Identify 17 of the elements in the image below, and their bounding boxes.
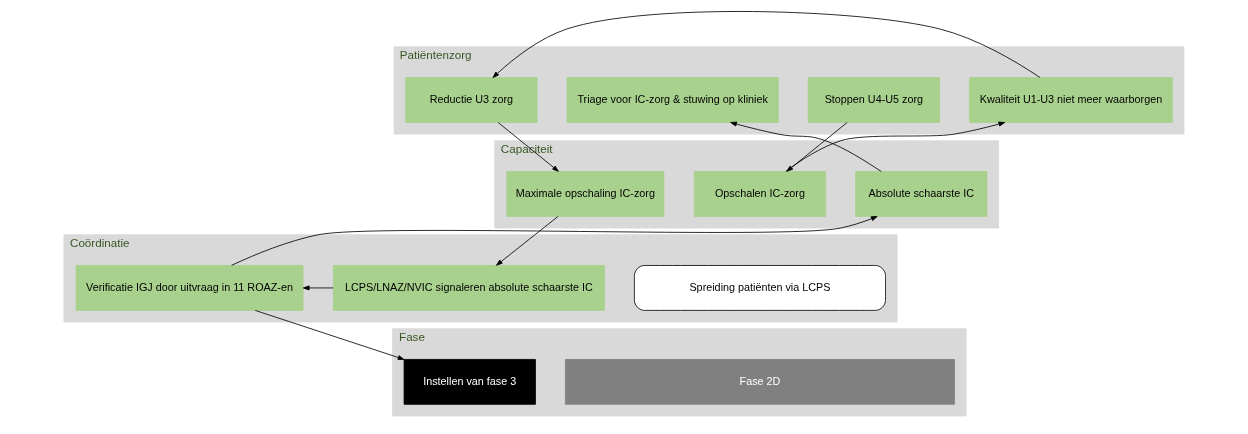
node-box: Instellen van fase 3 bbox=[403, 359, 536, 405]
node-box: Triage voor IC-zorg & stuwing op kliniek bbox=[566, 77, 779, 123]
arrow bbox=[496, 216, 559, 266]
node-box: Kwaliteit U1-U3 niet meer waarborgen bbox=[969, 77, 1173, 123]
node-box: Absolute schaarste IC bbox=[855, 171, 988, 217]
arrow bbox=[254, 310, 405, 360]
node-box: Stoppen U4-U5 zorg bbox=[807, 77, 940, 123]
arrow bbox=[492, 11, 1041, 78]
node-box: Spreiding patiënten via LCPS bbox=[633, 265, 886, 311]
node-box: Maximale opschaling IC-zorg bbox=[506, 171, 665, 217]
node-box: Opschalen IC-zorg bbox=[693, 171, 827, 217]
arrow bbox=[231, 216, 878, 266]
arrow bbox=[302, 285, 334, 291]
node-box: LCPS/LNAZ/NVIC signaleren absolute schaarste IC bbox=[332, 265, 605, 311]
node-box: Reductie U3 zorg bbox=[405, 77, 538, 123]
node-box: Fase 2D bbox=[564, 359, 955, 405]
node-box: Verificatie IGJ door uitvraag in 11 ROAZ-en bbox=[75, 265, 304, 311]
